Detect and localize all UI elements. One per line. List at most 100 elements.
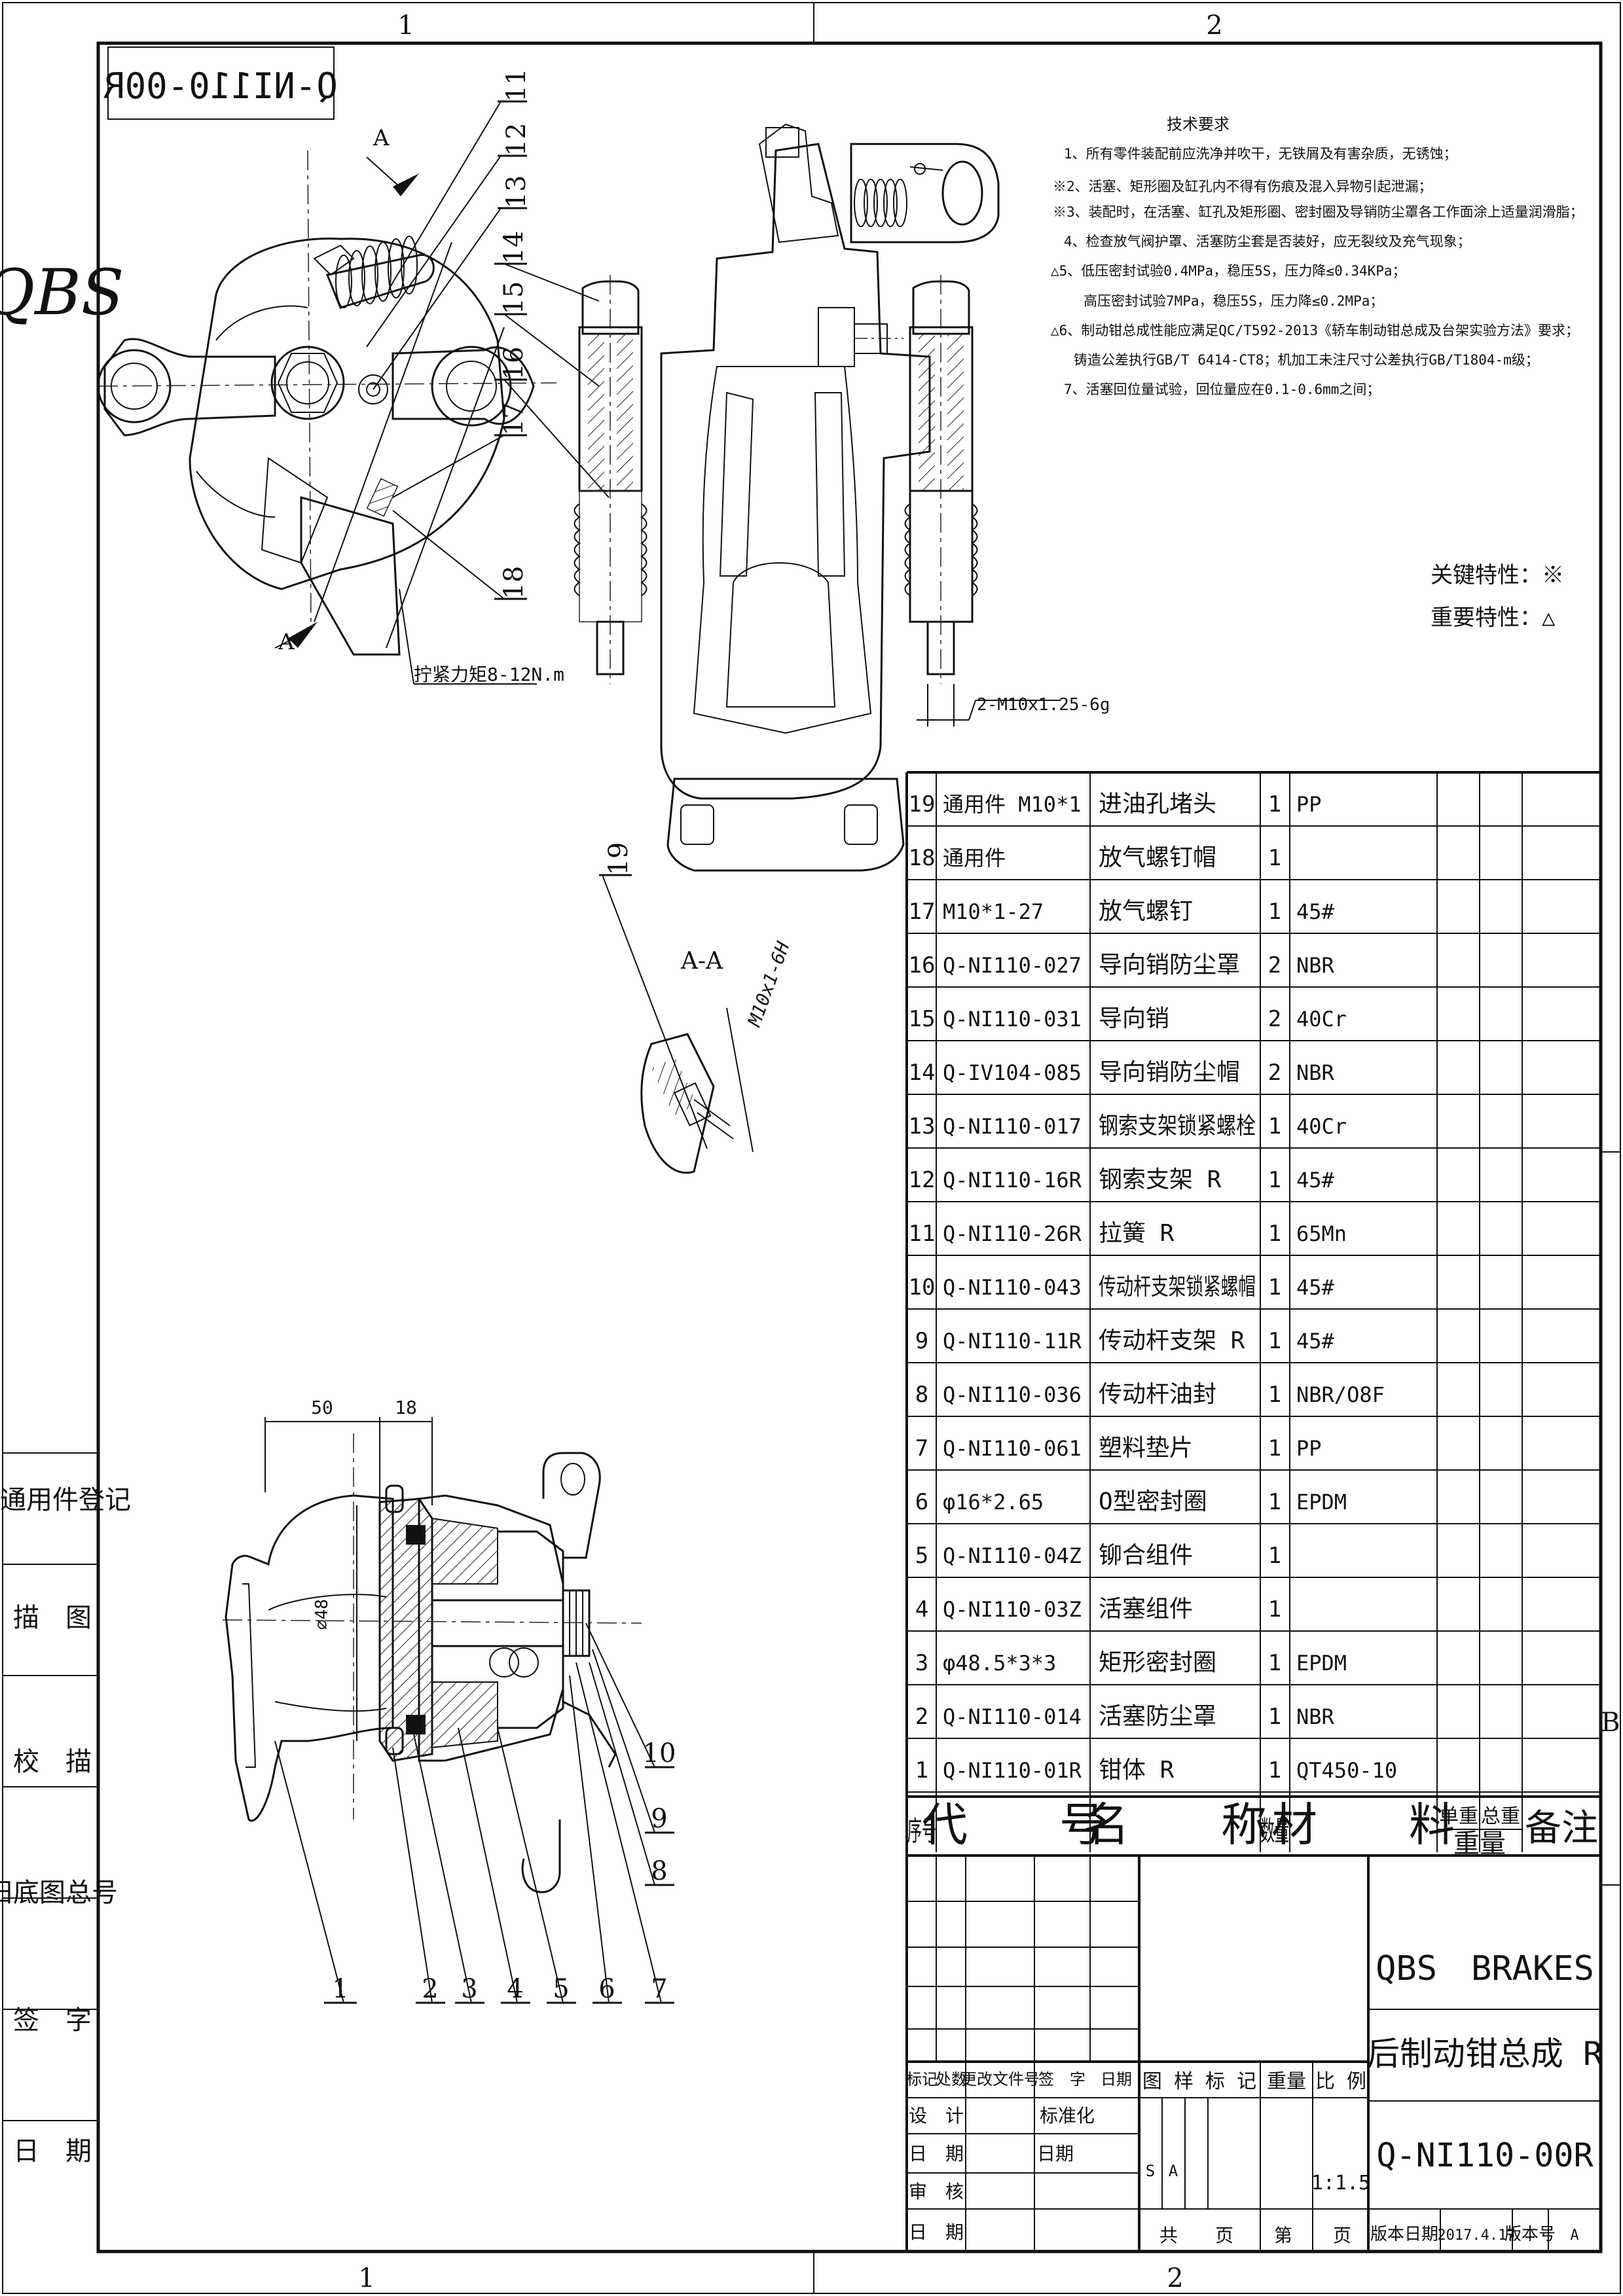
balloon-3: 3: [461, 1974, 477, 2004]
bom-cell-qty: 2: [1268, 1006, 1281, 1032]
bom-cell-name: 放气螺钉帽: [1099, 844, 1216, 871]
bom-cell-no: 7: [915, 1435, 928, 1462]
total-label: 共: [1159, 2225, 1178, 2246]
zone-right-b: B: [1601, 1708, 1620, 1738]
bom-header-no: 序号: [907, 1815, 936, 1847]
bom-cell-qty: 1: [1268, 1757, 1281, 1784]
bom-cell-no: 17: [909, 899, 936, 925]
important-characteristic: 重要特性：△: [1431, 605, 1556, 631]
bom-cell-qty: 1: [1268, 899, 1281, 925]
tech-req-3: ※3、装配时，在活塞、缸孔及矩形圈、密封圈及导销防尘罩各工作面涂上适量润滑脂；: [1053, 204, 1584, 220]
left-stamp-column: 借通用件登记 描 图 校 描 旧底图总号 签 字 日 期: [0, 1485, 131, 2166]
balloon-19: 19: [604, 842, 634, 876]
sheet-label: 第: [1274, 2225, 1292, 2246]
stamp-date: 日 期: [13, 2136, 92, 2166]
bom-cell-mat: 65Mn: [1296, 1221, 1347, 1246]
bom-cell-qty: 1: [1268, 1167, 1281, 1193]
zone-top-2: 2: [1206, 10, 1222, 41]
bom-cell-no: 5: [915, 1543, 928, 1569]
bom-cell-mat: EPDM: [1296, 1651, 1347, 1676]
scale-value: 1:1.5: [1311, 2172, 1370, 2195]
sheet-page-label: 页: [1333, 2225, 1351, 2246]
bom-cell-name: 拉簧 R: [1099, 1220, 1175, 1247]
bom-cell-no: 16: [909, 952, 936, 978]
bom-cell-code: Q-NI110-26R: [943, 1221, 1082, 1246]
balloon-6: 6: [598, 1974, 615, 2004]
bom-cell-code: φ48.5*3*3: [943, 1651, 1056, 1676]
stamp-signature: 签 字: [13, 2005, 92, 2036]
stamp-borrow-register: 借通用件登记: [0, 1485, 131, 1515]
zone-top-1: 1: [397, 10, 414, 41]
bom-cell-code: 通用件 M10*1: [943, 792, 1082, 817]
stamp-check-trace: 校 描: [13, 1747, 92, 1777]
bom-cell-no: 8: [915, 1382, 928, 1408]
rev-count-label: 处数: [936, 2070, 967, 2089]
balloon-11: 11: [501, 69, 532, 102]
bom-cell-name: 矩形密封圈: [1099, 1649, 1216, 1676]
bom-cell-mat: 40Cr: [1296, 1007, 1347, 1031]
bom-cell-mat: PP: [1296, 1436, 1322, 1461]
bom-header-name: 名 称: [1084, 1798, 1267, 1852]
total-page-label: 页: [1215, 2225, 1233, 2246]
bom-cell-no: 18: [909, 845, 936, 871]
balloon-4: 4: [507, 1974, 523, 2004]
view-a-label-top: A: [373, 125, 390, 151]
bom-cell-name: 导向销: [1099, 1005, 1169, 1032]
bottom-balloons: 1 2 3 4 5 6 7 8 9 10: [332, 1738, 676, 2004]
balloon-10: 10: [643, 1738, 676, 1768]
bom-cell-qty: 1: [1268, 1274, 1281, 1300]
bom-cell-code: Q-NI110-043: [943, 1275, 1082, 1300]
torque-note: 拧紧力矩8-12N.m: [414, 664, 564, 685]
bom-cell-qty: 1: [1268, 1489, 1281, 1515]
stamp-trace: 描 图: [13, 1603, 92, 1633]
section-aa-drawing: A-A M10x1-6H: [640, 939, 794, 1174]
bom-cell-mat: EPDM: [1296, 1490, 1347, 1515]
view-a-label-bottom: A: [278, 629, 295, 655]
bom-cell-code: Q-NI110-16R: [943, 1168, 1082, 1193]
balloon-18: 18: [499, 566, 529, 600]
bom-cell-qty: 1: [1268, 1328, 1281, 1354]
bom-cell-mat: NBR: [1296, 1060, 1335, 1085]
bom-header-unit-wt: 单重: [1439, 1805, 1478, 1828]
part-name: 后制动钳总成 R: [1367, 2035, 1603, 2073]
bom-cell-mat: 45#: [1296, 1329, 1335, 1354]
std-label: 标准化: [1040, 2105, 1095, 2126]
bom-cell-mat: 45#: [1296, 1168, 1335, 1193]
company-name: QBS BRAKES: [1376, 1949, 1594, 1988]
bom-header-qty: 数量: [1260, 1815, 1289, 1847]
bom-cell-no: 11: [909, 1221, 936, 1247]
bom-header-remark: 备注: [1525, 1807, 1598, 1850]
bom-cell-code: Q-NI110-03Z: [943, 1597, 1082, 1622]
balloon-1: 1: [332, 1974, 348, 2004]
bom-cell-mat: 45#: [1296, 1275, 1335, 1300]
version-date: 2017.4.17: [1437, 2227, 1515, 2244]
bom-cell-qty: 1: [1268, 791, 1281, 817]
stage-cell-a: A: [1169, 2162, 1178, 2180]
bom-cell-qty: 1: [1268, 1650, 1281, 1676]
bom-cell-code: Q-NI110-061: [943, 1436, 1082, 1461]
balloon-17: 17: [499, 403, 529, 436]
role-design-date: 日 期: [909, 2143, 964, 2164]
bom-cell-code: Q-NI110-027: [943, 953, 1082, 978]
bom-cell-no: 4: [915, 1596, 928, 1623]
bom-cell-name: 钳体 R: [1099, 1757, 1175, 1784]
bom-cell-code: Q-NI110-017: [943, 1114, 1082, 1139]
bom-header-weight: 重量: [1453, 1829, 1506, 1859]
bom-cell-no: 2: [915, 1704, 928, 1730]
bom-cell-mat: 45#: [1296, 899, 1335, 924]
scale-label: 比 例: [1315, 2070, 1366, 2093]
balloon-2: 2: [422, 1974, 438, 2004]
bom-cell-name: 钢索支架锁紧螺栓: [1099, 1113, 1256, 1139]
bom-cell-name: 传动杆支架 R: [1099, 1327, 1245, 1354]
bom-cell-name: 活塞组件: [1099, 1596, 1193, 1623]
version-no: A: [1570, 2227, 1578, 2244]
bom-cell-no: 3: [915, 1650, 928, 1676]
balloon-8: 8: [651, 1856, 667, 1886]
bom-cell-code: Q-NI110-036: [943, 1382, 1082, 1407]
tech-req-2: ※2、活塞、矩形圈及缸孔内不得有伤痕及混入异物引起泄漏；: [1053, 179, 1432, 194]
tech-req-5: △5、低压密封试验0.4MPa，稳压5S，压力降≤0.34KPa；: [1051, 263, 1406, 279]
bom-cell-no: 19: [909, 791, 936, 817]
dim-dia48: ⌀48: [312, 1599, 332, 1630]
bom-cell-name: 导向销防尘帽: [1099, 1059, 1240, 1086]
